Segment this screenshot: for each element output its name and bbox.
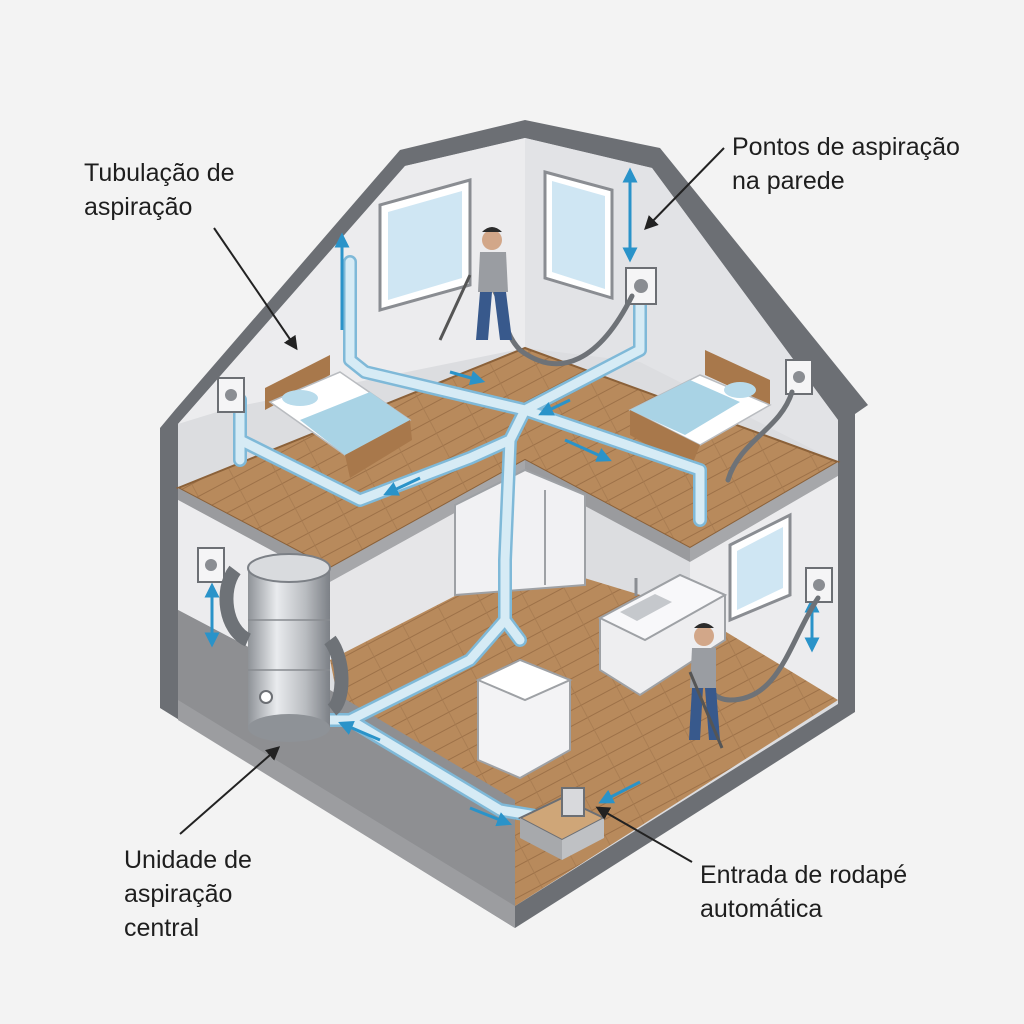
label-pontos-line2: na parede <box>732 167 845 195</box>
bed-left <box>265 355 412 478</box>
label-unidade-line1: Unidade de <box>124 846 252 874</box>
label-entrada-line1: Entrada de rodapé <box>700 861 908 889</box>
label-unidade: Unidade de aspiração central <box>124 843 252 945</box>
central-vacuum-unit <box>219 553 349 742</box>
wall-inlet-lower-left <box>197 547 225 583</box>
appliance-box <box>475 658 573 780</box>
kitchen-sink-counter <box>597 573 728 697</box>
label-pontos: Pontos de aspiração na parede <box>732 130 960 198</box>
leader-lines <box>179 147 725 863</box>
window-upper-right <box>543 170 614 301</box>
label-entrada: Entrada de rodapé automática <box>700 858 907 926</box>
label-tubulacao-line1: Tubulação de <box>84 159 235 187</box>
bed-right <box>628 350 772 470</box>
label-tubulacao-line2: aspiração <box>84 193 193 221</box>
wall-inlet-upper-left <box>217 377 245 413</box>
label-pontos-line1: Pontos de aspiração <box>732 133 960 161</box>
label-tubulacao: Tubulação de aspiração <box>84 156 235 224</box>
person-lower <box>688 623 724 749</box>
baseboard-inlet <box>517 787 607 860</box>
label-unidade-line3: central <box>124 914 200 942</box>
label-entrada-line2: automática <box>700 895 823 923</box>
window-upper-left <box>378 178 472 312</box>
flow-arrows <box>204 167 820 827</box>
window-lower-right <box>728 512 792 623</box>
label-unidade-line2: aspiração <box>124 880 233 908</box>
person-upper <box>438 227 512 341</box>
wall-inlet-bedroom-right <box>785 359 813 395</box>
